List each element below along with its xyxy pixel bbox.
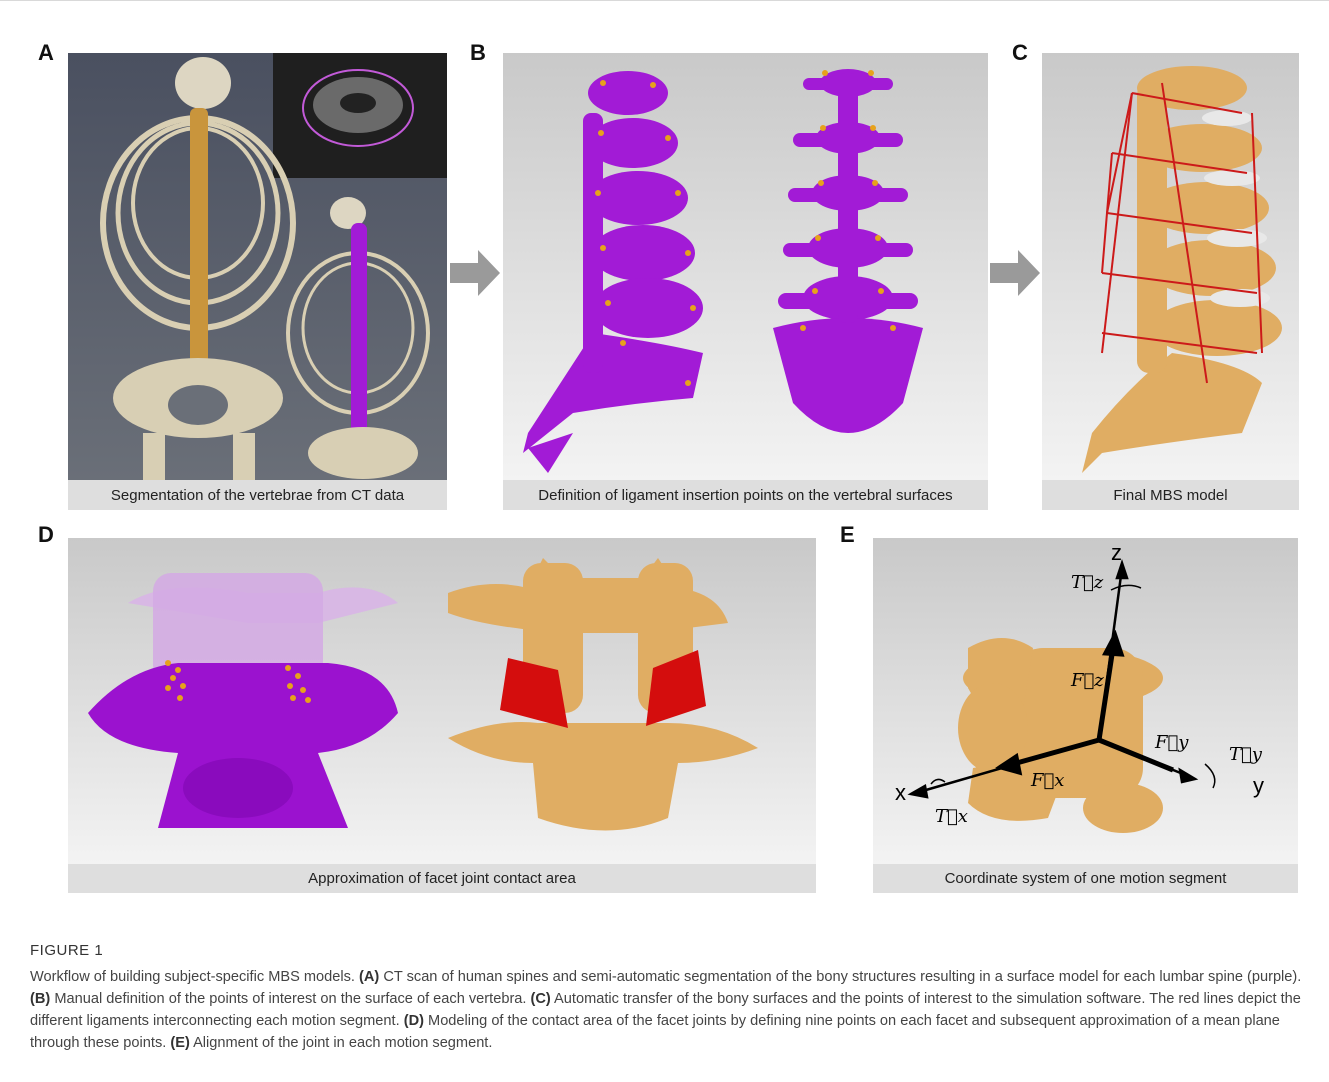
axis-label-y: y: [1253, 773, 1264, 798]
torque-label-tx: T⃗x: [935, 806, 968, 827]
caption-text: Manual definition of the points of inter…: [50, 991, 530, 1007]
panel-d-caption: Approximation of facet joint contact are…: [68, 864, 816, 893]
panel-b-image: [503, 53, 988, 480]
panel-e-image: z x y T⃗z F⃗z F⃗y T⃗y F⃗x T⃗x: [873, 538, 1298, 864]
purple-lumbar-spine-illustration: [503, 53, 988, 480]
mbs-model-illustration: [1042, 53, 1299, 480]
torque-label-tz: T⃗z: [1071, 572, 1104, 593]
force-label-fy: F⃗y: [1154, 732, 1189, 753]
top-rule: [0, 0, 1329, 1]
caption-panel-ref: (A): [359, 969, 379, 985]
caption-panel-ref: (E): [170, 1035, 189, 1051]
flow-arrow-icon: [990, 248, 1040, 298]
force-label-fz: F⃗z: [1070, 670, 1104, 691]
torque-label-ty: T⃗y: [1229, 744, 1263, 765]
flow-arrow-icon: [450, 248, 500, 298]
figure-title: FIGURE 1: [30, 942, 103, 959]
axis-label-z: z: [1111, 540, 1122, 565]
figure-caption: Workflow of building subject-specific MB…: [30, 966, 1310, 1054]
panel-b-caption: Definition of ligament insertion points …: [503, 480, 988, 510]
panel-letter-a: A: [38, 40, 54, 66]
panel-c-image: [1042, 53, 1299, 480]
facet-joint-illustration: [68, 538, 816, 864]
panel-letter-c: C: [1012, 40, 1028, 66]
caption-panel-ref: (B): [30, 991, 50, 1007]
caption-panel-ref: (D): [404, 1013, 424, 1029]
panel-letter-e: E: [840, 522, 855, 548]
coordinate-system-illustration: z x y T⃗z F⃗z F⃗y T⃗y F⃗x T⃗x: [873, 538, 1298, 864]
panel-c-caption: Final MBS model: [1042, 480, 1299, 510]
panel-a-image: [68, 53, 447, 480]
skeleton-illustration: [68, 53, 447, 480]
panel-letter-b: B: [470, 40, 486, 66]
caption-text: Workflow of building subject-specific MB…: [30, 969, 359, 985]
panel-letter-d: D: [38, 522, 54, 548]
panel-e-caption: Coordinate system of one motion segment: [873, 864, 1298, 893]
panel-d-image: [68, 538, 816, 864]
caption-text: Alignment of the joint in each motion se…: [190, 1035, 493, 1051]
force-label-fx: F⃗x: [1030, 770, 1064, 791]
panel-a-caption: Segmentation of the vertebrae from CT da…: [68, 480, 447, 510]
caption-panel-ref: (C): [531, 991, 551, 1007]
axis-label-x: x: [895, 780, 906, 805]
caption-text: CT scan of human spines and semi-automat…: [379, 969, 1301, 985]
